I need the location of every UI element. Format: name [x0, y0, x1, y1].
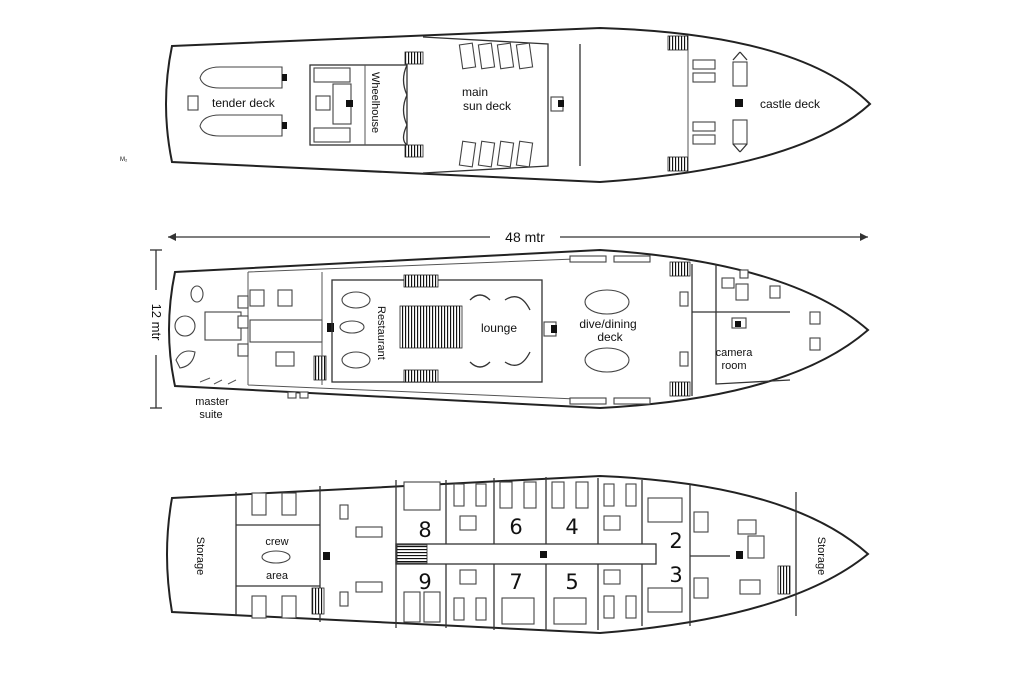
stairs-top-1 — [404, 51, 424, 65]
middle-deck: master suite Restaurant lounge — [168, 248, 870, 421]
cabin-3: 3 — [669, 563, 682, 587]
small-hatch — [187, 95, 199, 111]
cabin-2: 2 — [669, 529, 682, 553]
dive-dining-deck — [569, 255, 651, 405]
stairs-lower — [396, 544, 428, 564]
stairs-top-4 — [667, 156, 689, 172]
main-sun-deck-label-2: sun deck — [463, 99, 512, 113]
castle-deck-label: castle deck — [760, 97, 821, 111]
camera-room-label-2: room — [721, 360, 746, 372]
length-dimension — [168, 233, 868, 241]
crew-area-label-2: area — [266, 570, 289, 582]
lounge-label: lounge — [481, 321, 517, 335]
aft-cabins — [249, 272, 334, 399]
stairs-top-2 — [404, 144, 424, 158]
stairs-mid-4 — [669, 381, 691, 397]
cabin-6: 6 — [509, 515, 522, 539]
master-suite — [174, 285, 249, 385]
sun-loungers-top — [458, 42, 534, 70]
crew-area-label-1: crew — [265, 536, 288, 548]
restaurant-label: Restaurant — [375, 306, 387, 360]
stairs-mid-2 — [403, 369, 439, 383]
crew-quarters — [236, 486, 330, 622]
lower-deck: Storage crew area — [166, 474, 870, 635]
dive-dining-label-2: deck — [597, 330, 623, 344]
stairs-top-3 — [667, 35, 689, 51]
sun-loungers-bottom — [458, 140, 534, 168]
restaurant — [331, 279, 543, 383]
guest-cabins — [403, 477, 730, 631]
master-suite-label-2: suite — [199, 409, 222, 421]
tender-boat-bottom — [199, 114, 287, 137]
width-label: 12 mtr — [149, 304, 164, 342]
corridor — [395, 543, 657, 565]
forward-rooms — [691, 264, 821, 396]
top-deck: tender deck Wheelhouse ma — [120, 26, 872, 184]
tender-boat-top — [199, 66, 287, 89]
cabin-5: 5 — [565, 570, 578, 594]
castle-deck-seating — [692, 51, 748, 153]
middle-deck-hull — [168, 248, 870, 410]
storage-aft-label: Storage — [194, 537, 206, 576]
cabin-9: 9 — [418, 570, 431, 594]
cabin-7: 7 — [509, 570, 522, 594]
dive-dining-label-1: dive/dining — [579, 317, 636, 331]
wheelhouse-label: Wheelhouse — [369, 72, 381, 133]
corner-mark: M₂ — [120, 157, 128, 163]
storage-bow-label: Storage — [815, 537, 827, 576]
camera-room-label-1: camera — [716, 347, 754, 359]
sun-deck-outline — [422, 36, 549, 174]
wheelhouse — [309, 64, 408, 146]
width-dimension — [150, 249, 162, 409]
stairs-mid-3 — [669, 261, 691, 277]
cabin-4: 4 — [565, 515, 578, 539]
master-suite-label-1: master — [195, 396, 229, 408]
stairs-mid-1 — [403, 274, 439, 288]
cabin-8: 8 — [418, 518, 431, 542]
forward-lower — [736, 492, 797, 616]
tender-deck-label: tender deck — [212, 96, 276, 110]
main-sun-deck-label-1: main — [462, 85, 488, 99]
length-label: 48 mtr — [505, 229, 545, 245]
